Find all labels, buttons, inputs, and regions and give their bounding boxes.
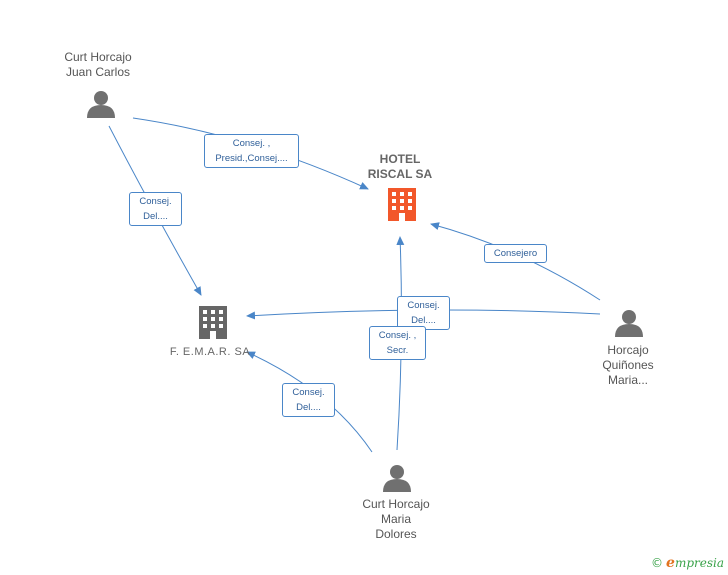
empresia-logo[interactable]: ©empresia [651,555,724,571]
edge-label-juan-femar-line2: Del.... [143,211,168,222]
curt-juan-line1: Curt Horcajo [64,50,132,64]
edge-label-horcajo-hotel[interactable]: Consejero [484,244,547,263]
edge-label-juan-hotel-line1: Consej. , [232,138,271,149]
edge-label-horcajo-femar-line1: Consej. [407,300,440,311]
edge-label-juan-hotel[interactable]: Consej. , Presid.,Consej.... [204,134,299,168]
brand-name: mpresia [674,556,724,570]
curt-maria-label[interactable]: Curt Horcajo Maria Dolores [346,497,446,542]
hotel-label-line2: RISCAL SA [367,167,433,181]
hotel-label-line1: HOTEL [379,152,421,166]
person-icon-horcajo-maria [615,310,643,337]
horcajo-maria-label[interactable]: Horcajo Quiñones Maria... [578,343,678,388]
femar-label-line1: F. E.M.A.R. SA [169,346,251,358]
curt-maria-line1: Curt Horcajo [362,497,430,511]
edge-label-dolores-hotel-line2: Secr. [386,345,409,356]
curt-maria-line2: Maria [380,512,411,526]
horcajo-maria-line2: Quiñones [602,358,654,372]
hotel-riscal-label[interactable]: HOTEL RISCAL SA [358,152,442,182]
person-icon-curt-maria [383,465,411,492]
edge-label-dolores-hotel-line1: Consej. , [378,330,417,341]
edge-label-dolores-femar-line1: Consej. [292,387,325,398]
edge-label-horcajo-femar-line2: Del.... [411,315,436,326]
brand-initial: e [666,555,675,571]
edge-label-horcajo-femar[interactable]: Consej. Del.... [397,296,450,330]
femar-label[interactable]: F. E.M.A.R. SA [160,345,260,360]
edge-label-juan-hotel-line2: Presid.,Consej.... [215,153,288,164]
copyright-icon: © [651,556,664,570]
femar-building-icon [199,306,227,339]
edge-label-juan-femar-line1: Consej. [139,196,172,207]
edge-label-dolores-femar[interactable]: Consej. Del.... [282,383,335,417]
edge-label-juan-femar[interactable]: Consej. Del.... [129,192,182,226]
edge-label-dolores-femar-line2: Del.... [296,402,321,413]
person-icon-curt-juan [87,91,115,118]
edge-label-dolores-hotel[interactable]: Consej. , Secr. [369,326,426,360]
curt-juan-line2: Juan Carlos [65,65,131,79]
edge-label-horcajo-hotel-line1: Consejero [493,248,538,259]
curt-maria-line3: Dolores [375,527,417,541]
horcajo-maria-line1: Horcajo [607,343,649,357]
curt-juan-label[interactable]: Curt Horcajo Juan Carlos [48,50,148,80]
horcajo-maria-line3: Maria... [607,373,648,387]
hotel-building-icon [388,188,416,221]
